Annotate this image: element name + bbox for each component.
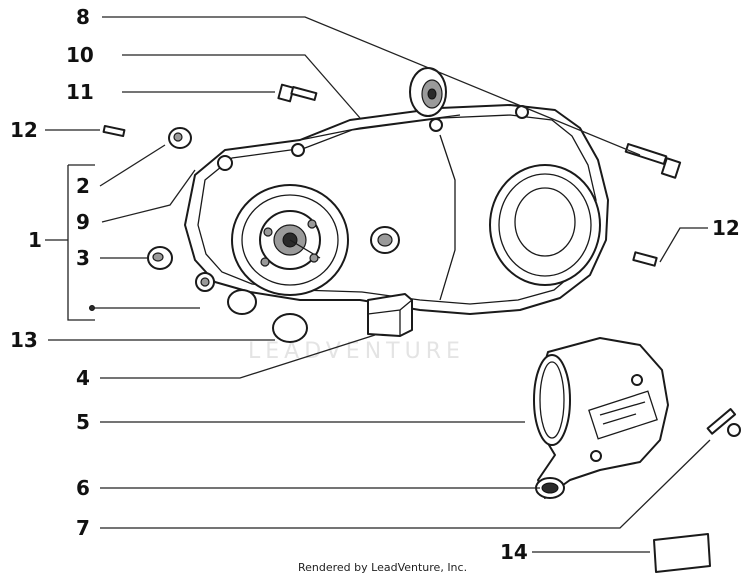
callout-12-right: 12 [712,216,740,240]
roller-10 [409,67,447,117]
transmission-cover [184,104,609,315]
callout-2: 2 [76,174,90,198]
callout-12-left: 12 [10,118,38,142]
cap-13 [272,313,308,343]
pin-12-right [632,251,658,267]
air-duct-housing [533,337,669,499]
label-14 [653,533,711,573]
callout-1: 1 [28,228,42,252]
bolt-8 [624,143,682,179]
leader-lines [45,16,711,553]
callout-9: 9 [76,210,90,234]
callout-7: 7 [76,516,90,540]
callout-3: 3 [76,246,90,270]
callout-8: 8 [76,5,90,29]
bushing-2 [168,127,192,149]
callout-13: 13 [10,328,38,352]
reference-dot [89,305,95,311]
callout-11: 11 [66,80,94,104]
callout-labels: 8 10 11 12 2 9 1 3 13 4 5 6 7 12 14 [10,5,740,564]
callout-5: 5 [76,410,90,434]
pin-12-left [102,124,126,138]
block-4 [367,293,413,337]
screw-7 [706,408,741,437]
watermark-text: LEADVENTURE [248,339,465,364]
bushing-3 [147,246,173,270]
callout-6: 6 [76,476,90,500]
callout-4: 4 [76,366,90,390]
render-credit: Rendered by LeadVenture, Inc. [298,561,467,574]
callout-14: 14 [500,540,528,564]
callout-10: 10 [66,43,94,67]
bolt-11 [277,83,318,103]
